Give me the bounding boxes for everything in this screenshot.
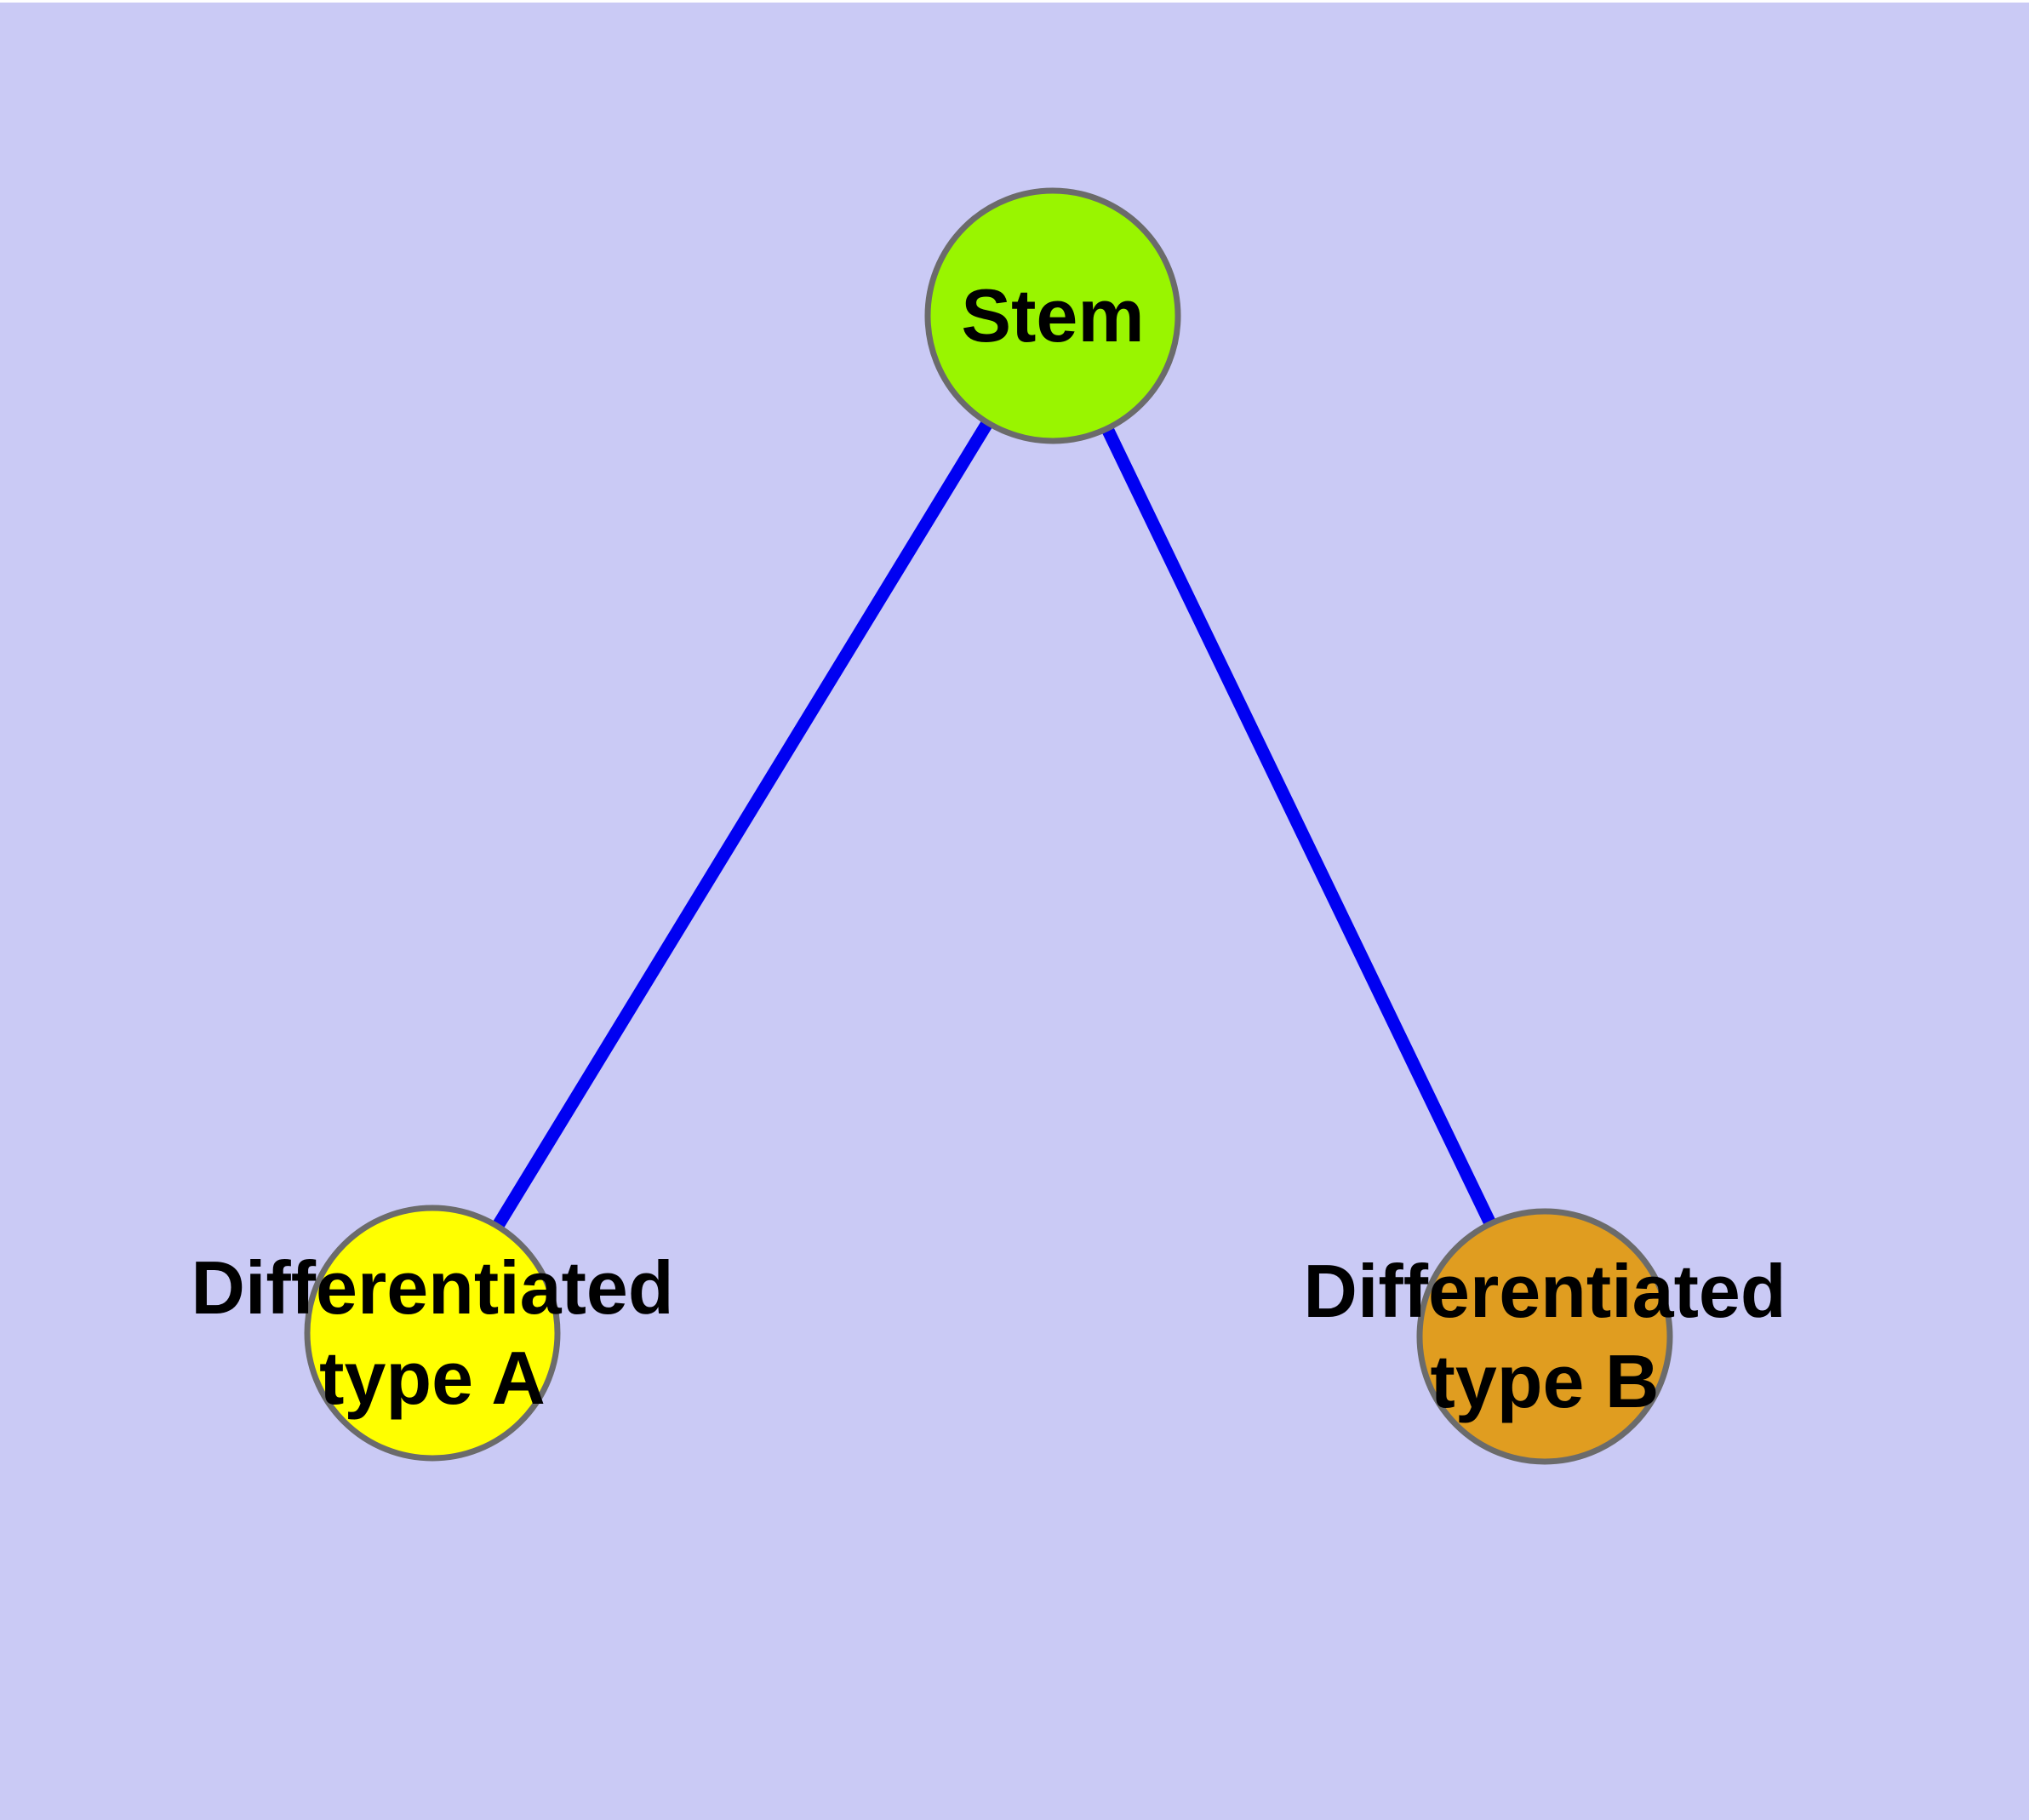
edge-stem-to-type-b [1047,312,1551,1340]
edge-stem-to-type-a [426,312,1059,1336]
node-stem-label-text: Stem [961,273,1145,358]
node-type-b-label-line1: Differentiated [1303,1249,1786,1333]
node-type-a-label-line2: type A [319,1336,546,1420]
node-stem-circle [924,187,1181,444]
node-type-b-circle [1416,1208,1673,1465]
node-stem-label: Stem [961,271,1144,361]
node-type-a-circle [304,1205,561,1462]
node-type-b-label: Differentiated type B [1303,1246,1786,1427]
node-type-a-label: Differentiated type A [191,1243,673,1423]
node-type-a-label-line1: Differentiated [191,1245,674,1330]
node-type-b-label-line2: type B [1430,1339,1660,1423]
top-border [0,0,2029,3]
